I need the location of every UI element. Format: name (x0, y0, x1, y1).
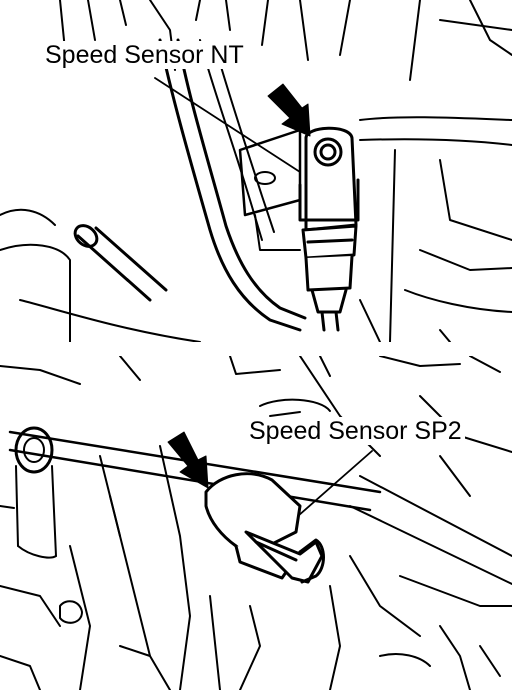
arrow-sp2-icon (167, 431, 209, 489)
speed-sensor-sp2-shape (204, 472, 325, 584)
leader-line-nt (154, 77, 301, 173)
transmission-illustration-bottom (0, 356, 512, 690)
diagram-panel-top: Speed Sensor NT (0, 0, 512, 342)
label-speed-sensor-sp2: Speed Sensor SP2 (246, 417, 465, 445)
transmission-illustration-top (0, 0, 512, 342)
leader-line-sp2 (297, 450, 373, 517)
label-speed-sensor-nt: Speed Sensor NT (42, 41, 247, 69)
speed-sensor-nt-shape (298, 126, 360, 332)
arrow-nt-icon (267, 83, 311, 137)
diagram-panel-bottom: Speed Sensor SP2 (0, 356, 512, 690)
